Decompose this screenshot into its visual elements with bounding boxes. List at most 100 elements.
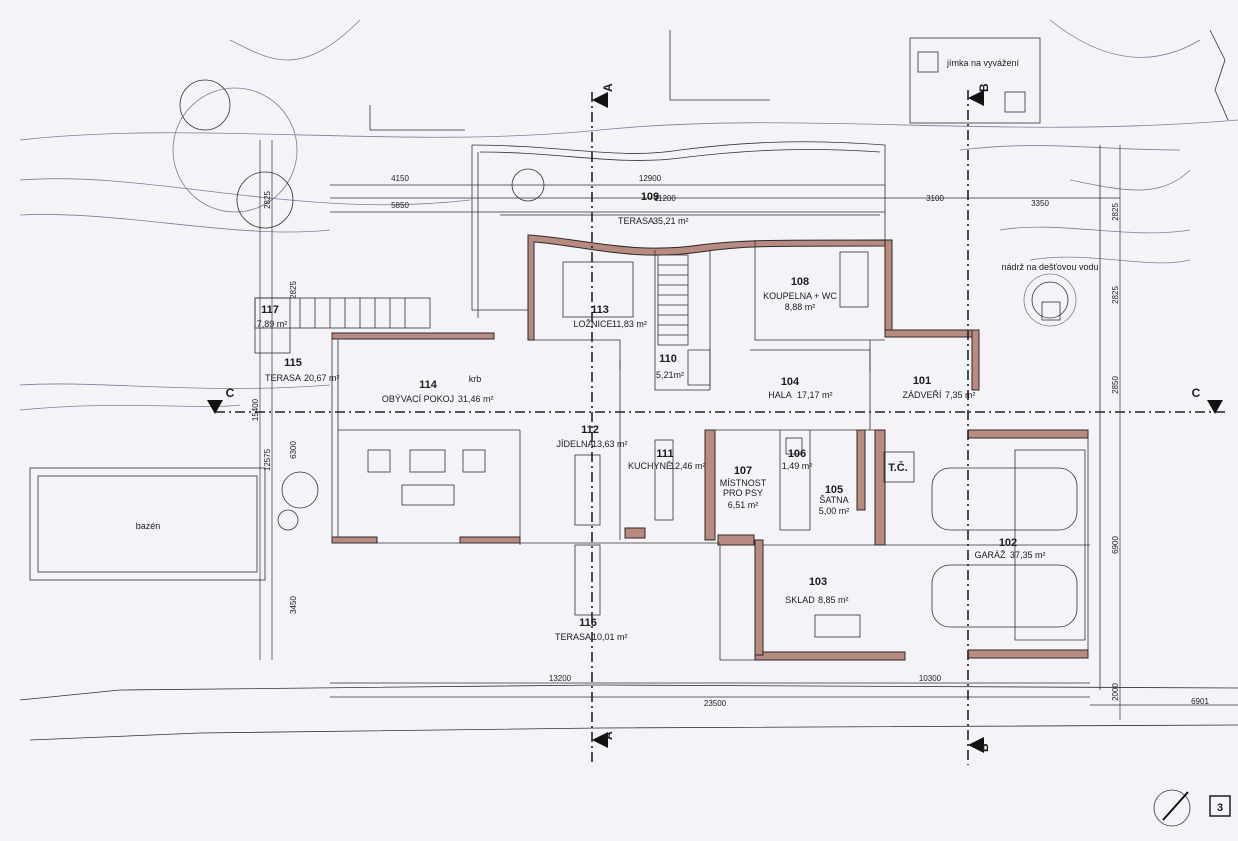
room-111-label: KUCHYNĚ xyxy=(628,461,672,471)
section-arrow-c-left xyxy=(207,400,223,414)
room-109-label: TERASA xyxy=(618,216,654,226)
room-101-area: 7,35 m² xyxy=(945,390,976,400)
room-108-area: 8,88 m² xyxy=(785,302,816,312)
room-105-label: ŠATNA xyxy=(819,495,848,505)
room-111-area: 12,46 m² xyxy=(670,461,706,471)
section-lines xyxy=(207,90,1225,765)
section-arrow-a-top xyxy=(592,92,608,108)
page-number: 3 xyxy=(1217,802,1223,814)
site-boundary xyxy=(19,29,1238,741)
dimension-lines xyxy=(259,140,1238,720)
dim-23500: 23500 xyxy=(704,699,727,708)
north-arrow xyxy=(1153,789,1191,827)
room-113-number: 113 xyxy=(591,304,609,316)
room-115-number: 115 xyxy=(284,357,302,369)
room-105-area: 5,00 m² xyxy=(819,506,850,516)
dim-13200: 13200 xyxy=(549,674,572,683)
dim-5850: 5850 xyxy=(391,201,409,210)
room-116-number: 116 xyxy=(579,617,597,629)
dim-2825-right: 2825 xyxy=(1111,286,1120,304)
trees xyxy=(172,79,1077,531)
section-a-top-letter: A xyxy=(601,83,615,92)
dim-10300: 10300 xyxy=(919,674,942,683)
dim-12575: 12575 xyxy=(263,448,272,471)
room-114-number: 114 xyxy=(419,379,438,391)
section-letters: A A B B C C xyxy=(226,83,1201,752)
page-badge xyxy=(1209,795,1231,817)
room-116-area: 10,01 m² xyxy=(592,632,628,642)
room-102-number: 102 xyxy=(999,537,1017,549)
rainwater-tank-label: nádrž na dešťovou vodu xyxy=(1002,262,1099,272)
room-104-label: HALA xyxy=(768,390,792,400)
room-110-area: 5,21m² xyxy=(656,370,684,380)
pool-label: bazén xyxy=(136,521,161,531)
room-103-area: 8,85 m² xyxy=(818,595,849,605)
septic-tank-label: jímka na vyvážení xyxy=(946,58,1020,68)
dim-4150: 4150 xyxy=(391,174,409,183)
dim-12900: 12900 xyxy=(639,174,662,183)
dim-11200: 11200 xyxy=(654,194,676,203)
room-117-area: 7,89 m² xyxy=(257,319,288,329)
dim-6900: 6900 xyxy=(1111,536,1120,554)
room-106-number: 106 xyxy=(788,448,806,460)
room-113-label: LOŽNICE xyxy=(573,319,612,329)
room-104-area: 17,17 m² xyxy=(797,390,833,400)
dim-3450: 3450 xyxy=(289,596,298,614)
room-labels: 101 ZÁDVEŘÍ 7,35 m² 102 GARÁŽ 37,35 m² 1… xyxy=(257,191,1046,642)
dim-15400: 15400 xyxy=(251,398,260,421)
room-114-label: OBÝVACÍ POKOJ xyxy=(382,394,454,404)
house-walls xyxy=(331,234,1090,661)
section-arrow-a-bottom xyxy=(592,732,608,748)
room-101-label: ZÁDVEŘÍ xyxy=(902,390,942,400)
room-103-label: SKLAD xyxy=(785,595,815,605)
room-107-label: MÍSTNOST xyxy=(720,478,767,488)
room-112-number: 112 xyxy=(581,424,599,436)
room-108-number: 108 xyxy=(791,276,809,288)
dim-2825-left: 2825 xyxy=(289,281,298,299)
section-b-top-letter: B xyxy=(977,83,991,92)
room-105-number: 105 xyxy=(825,484,843,496)
section-c-right-letter: C xyxy=(1192,386,1201,400)
fireplace-label: krb xyxy=(469,374,482,384)
misc-labels: krb T.Č. bazén jímka na vyvážení nádrž n… xyxy=(136,58,1099,531)
room-109-number: 109 xyxy=(641,191,659,203)
room-115-area: 20,67 m² xyxy=(304,373,340,383)
room-107-label-2: PRO PSY xyxy=(723,488,763,498)
room-102-area: 37,35 m² xyxy=(1010,550,1046,560)
heat-pump-label: T.Č. xyxy=(888,461,908,474)
section-b-bottom-letter: B xyxy=(977,743,991,752)
room-107-number: 107 xyxy=(734,465,752,477)
dim-2825-right-top: 2825 xyxy=(1111,203,1120,221)
dim-6300: 6300 xyxy=(289,441,298,459)
dim-2000: 2000 xyxy=(1111,683,1120,701)
room-117-number: 117 xyxy=(261,304,279,316)
dim-6901: 6901 xyxy=(1191,697,1209,706)
furniture xyxy=(29,37,1078,638)
room-104-number: 104 xyxy=(781,376,800,388)
section-a-bottom-letter: A xyxy=(601,731,615,740)
room-103-number: 103 xyxy=(809,576,827,588)
terrain-contours xyxy=(19,19,1238,411)
room-109-area: 35,21 m² xyxy=(653,216,689,226)
room-110-number: 110 xyxy=(659,353,677,365)
dim-2850: 2850 xyxy=(1111,376,1120,394)
section-arrow-b-bottom xyxy=(968,737,984,753)
room-112-area: 13,63 m² xyxy=(592,439,628,449)
room-106-area: 1,49 m² xyxy=(782,461,813,471)
room-111-number: 111 xyxy=(656,448,673,460)
section-c-left-letter: C xyxy=(226,386,235,400)
room-112-label: JÍDELNA xyxy=(556,439,593,449)
dim-2825-left-top: 2825 xyxy=(263,191,272,209)
room-116-label: TERASA xyxy=(555,632,591,642)
dim-3350: 3350 xyxy=(1031,199,1049,208)
stairs xyxy=(254,254,711,386)
room-107-area: 6,51 m² xyxy=(728,500,759,510)
room-108-label: KOUPELNA + WC xyxy=(763,291,837,301)
room-101-number: 101 xyxy=(913,375,931,387)
dim-3100: 3100 xyxy=(926,194,944,203)
section-arrow-c-right xyxy=(1207,400,1223,414)
room-113-area: 11,83 m² xyxy=(612,319,647,329)
terrace-109-outline xyxy=(471,141,886,318)
dimension-labels: 4150 12900 5850 11200 3100 3350 13200 10… xyxy=(251,174,1209,708)
